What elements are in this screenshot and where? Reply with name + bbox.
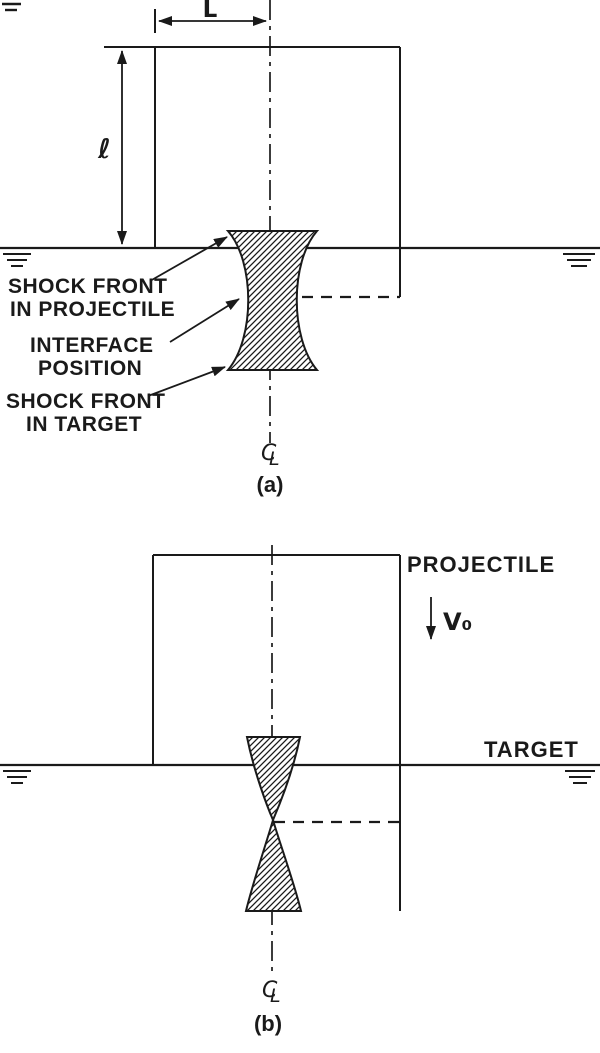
ground-marks-a-left [3,253,31,267]
arrow-shock-front-projectile [149,236,228,282]
projectile-outline-a [104,46,401,297]
arrow-interface-position [169,298,240,343]
centerline-symbol-a-l: L [269,448,280,470]
label-shock-front-projectile-1: SHOCK FRONT [8,275,168,298]
label-velocity: V₀ [443,608,472,636]
shock-region-b-upper [245,736,302,823]
centerline-symbol-a: C L [261,441,280,470]
centerline-symbol-b-l: L [270,985,281,1007]
ground-marks-a-right [563,253,595,267]
ground-marks-b-right [565,770,595,784]
label-shock-front-target-1: SHOCK FRONT [6,390,166,413]
dimension-ell-label: ℓ [97,134,111,165]
panel-b: PROJECTILE V₀ TARGET [0,545,600,1036]
label-interface-2: POSITION [38,357,142,380]
label-shock-front-projectile-2: IN PROJECTILE [10,298,175,321]
dimension-L-label: L [203,0,218,23]
caption-b: (b) [254,1011,282,1036]
projectile-outline-b [152,554,401,911]
caption-a: (a) [257,472,284,497]
label-shock-front-target-2: IN TARGET [26,413,142,436]
shock-region-a [225,230,320,371]
centerline-symbol-b-c: C [262,978,278,1003]
arrow-shock-front-target [147,366,226,397]
label-target: TARGET [484,737,579,762]
panel-a: L ℓ [0,0,600,497]
label-projectile: PROJECTILE [407,552,555,577]
label-interface-1: INTERFACE [30,334,154,357]
centerline-symbol-a-c: C [261,441,277,466]
shock-region-b-lower [244,816,303,912]
ground-marks-b-left [3,770,31,784]
margin-artifact-marks [2,2,21,12]
centerline-symbol-b: C L [262,978,281,1007]
